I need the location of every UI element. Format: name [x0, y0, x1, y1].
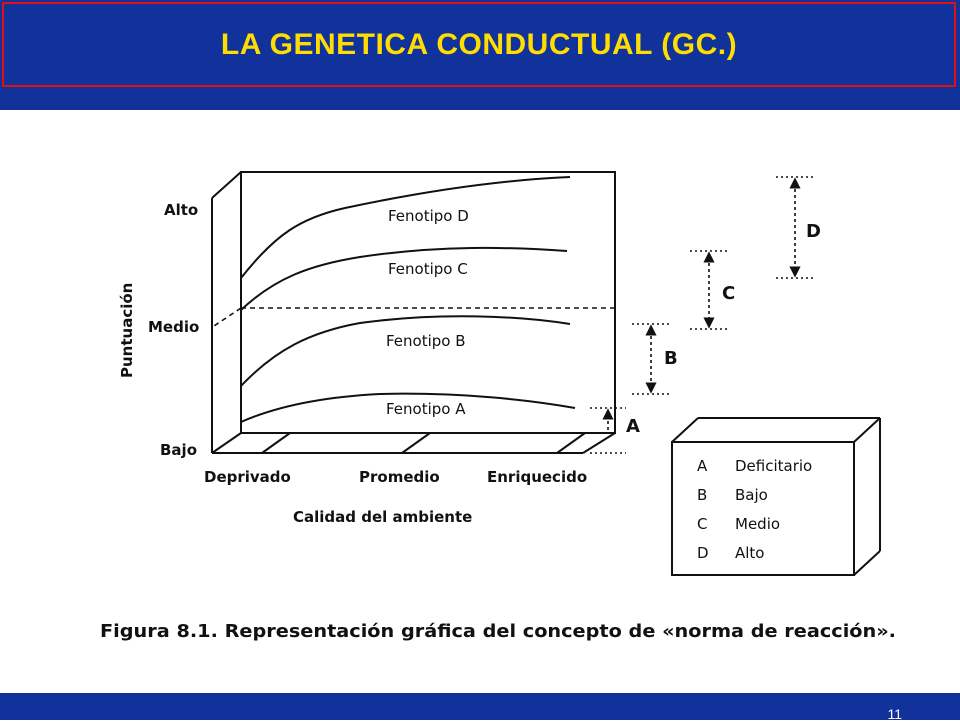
legend-label: Alto — [735, 544, 765, 562]
legend-entries: A Deficitario B Bajo C Medio D Alto — [697, 457, 812, 562]
legend-label: Deficitario — [735, 457, 812, 475]
range-label-b: B — [664, 348, 678, 369]
back-panel — [240, 171, 616, 434]
depth-edge-bottom — [211, 432, 242, 454]
curve-fenotipo-b — [240, 315, 571, 387]
x-tick-deprivado: Deprivado — [204, 468, 291, 486]
depth-edge-top — [211, 171, 242, 199]
legend-box — [671, 417, 881, 576]
figure-caption: Figura 8.1. Representación gráfica del c… — [100, 621, 896, 642]
title-bar: LA GENETICA CONDUCTUAL (GC.) — [0, 0, 960, 110]
range-label-a: A — [626, 416, 640, 437]
range-label-d: D — [806, 221, 821, 242]
chart-frame — [211, 171, 616, 454]
legend-letter: A — [697, 457, 708, 475]
y-tick-alto: Alto — [164, 201, 198, 219]
norma-de-reaccion-diagram: Fenotipo D Fenotipo C Fenotipo B Fenotip… — [100, 171, 896, 642]
slide-title: LA GENETICA CONDUCTUAL (GC.) — [220, 27, 738, 61]
title-box: LA GENETICA CONDUCTUAL (GC.) — [2, 2, 956, 87]
footer-bar — [0, 693, 960, 720]
label-fenotipo-c: Fenotipo C — [388, 260, 468, 278]
label-fenotipo-a: Fenotipo A — [386, 400, 466, 418]
x-tick-enriquecido: Enriquecido — [487, 468, 587, 486]
page-number: 11 — [887, 706, 902, 722]
floor-grid-3 — [556, 432, 586, 454]
legend-label: Bajo — [735, 486, 768, 504]
y-tick-medio: Medio — [148, 318, 199, 336]
label-fenotipo-d: Fenotipo D — [388, 207, 469, 225]
floor-grid-2 — [401, 432, 431, 454]
floor-grid-1 — [261, 432, 291, 454]
curve-fenotipo-c — [240, 246, 568, 311]
legend-letter: C — [697, 515, 707, 533]
x-axis-label: Calidad del ambiente — [293, 508, 472, 526]
legend-letter: D — [697, 544, 709, 562]
y-axis-label: Puntuación — [118, 283, 136, 378]
medio-reference — [213, 307, 615, 327]
range-label-c: C — [722, 283, 735, 304]
legend-letter: B — [697, 486, 707, 504]
floor-right-edge — [582, 432, 616, 454]
curve-fenotipo-a — [240, 392, 576, 423]
label-fenotipo-b: Fenotipo B — [386, 332, 466, 350]
y-tick-bajo: Bajo — [160, 441, 197, 459]
range-indicators — [590, 176, 814, 454]
phenotype-curves — [240, 176, 576, 423]
legend-label: Medio — [735, 515, 780, 533]
x-tick-promedio: Promedio — [359, 468, 440, 486]
curve-fenotipo-d — [240, 176, 571, 279]
